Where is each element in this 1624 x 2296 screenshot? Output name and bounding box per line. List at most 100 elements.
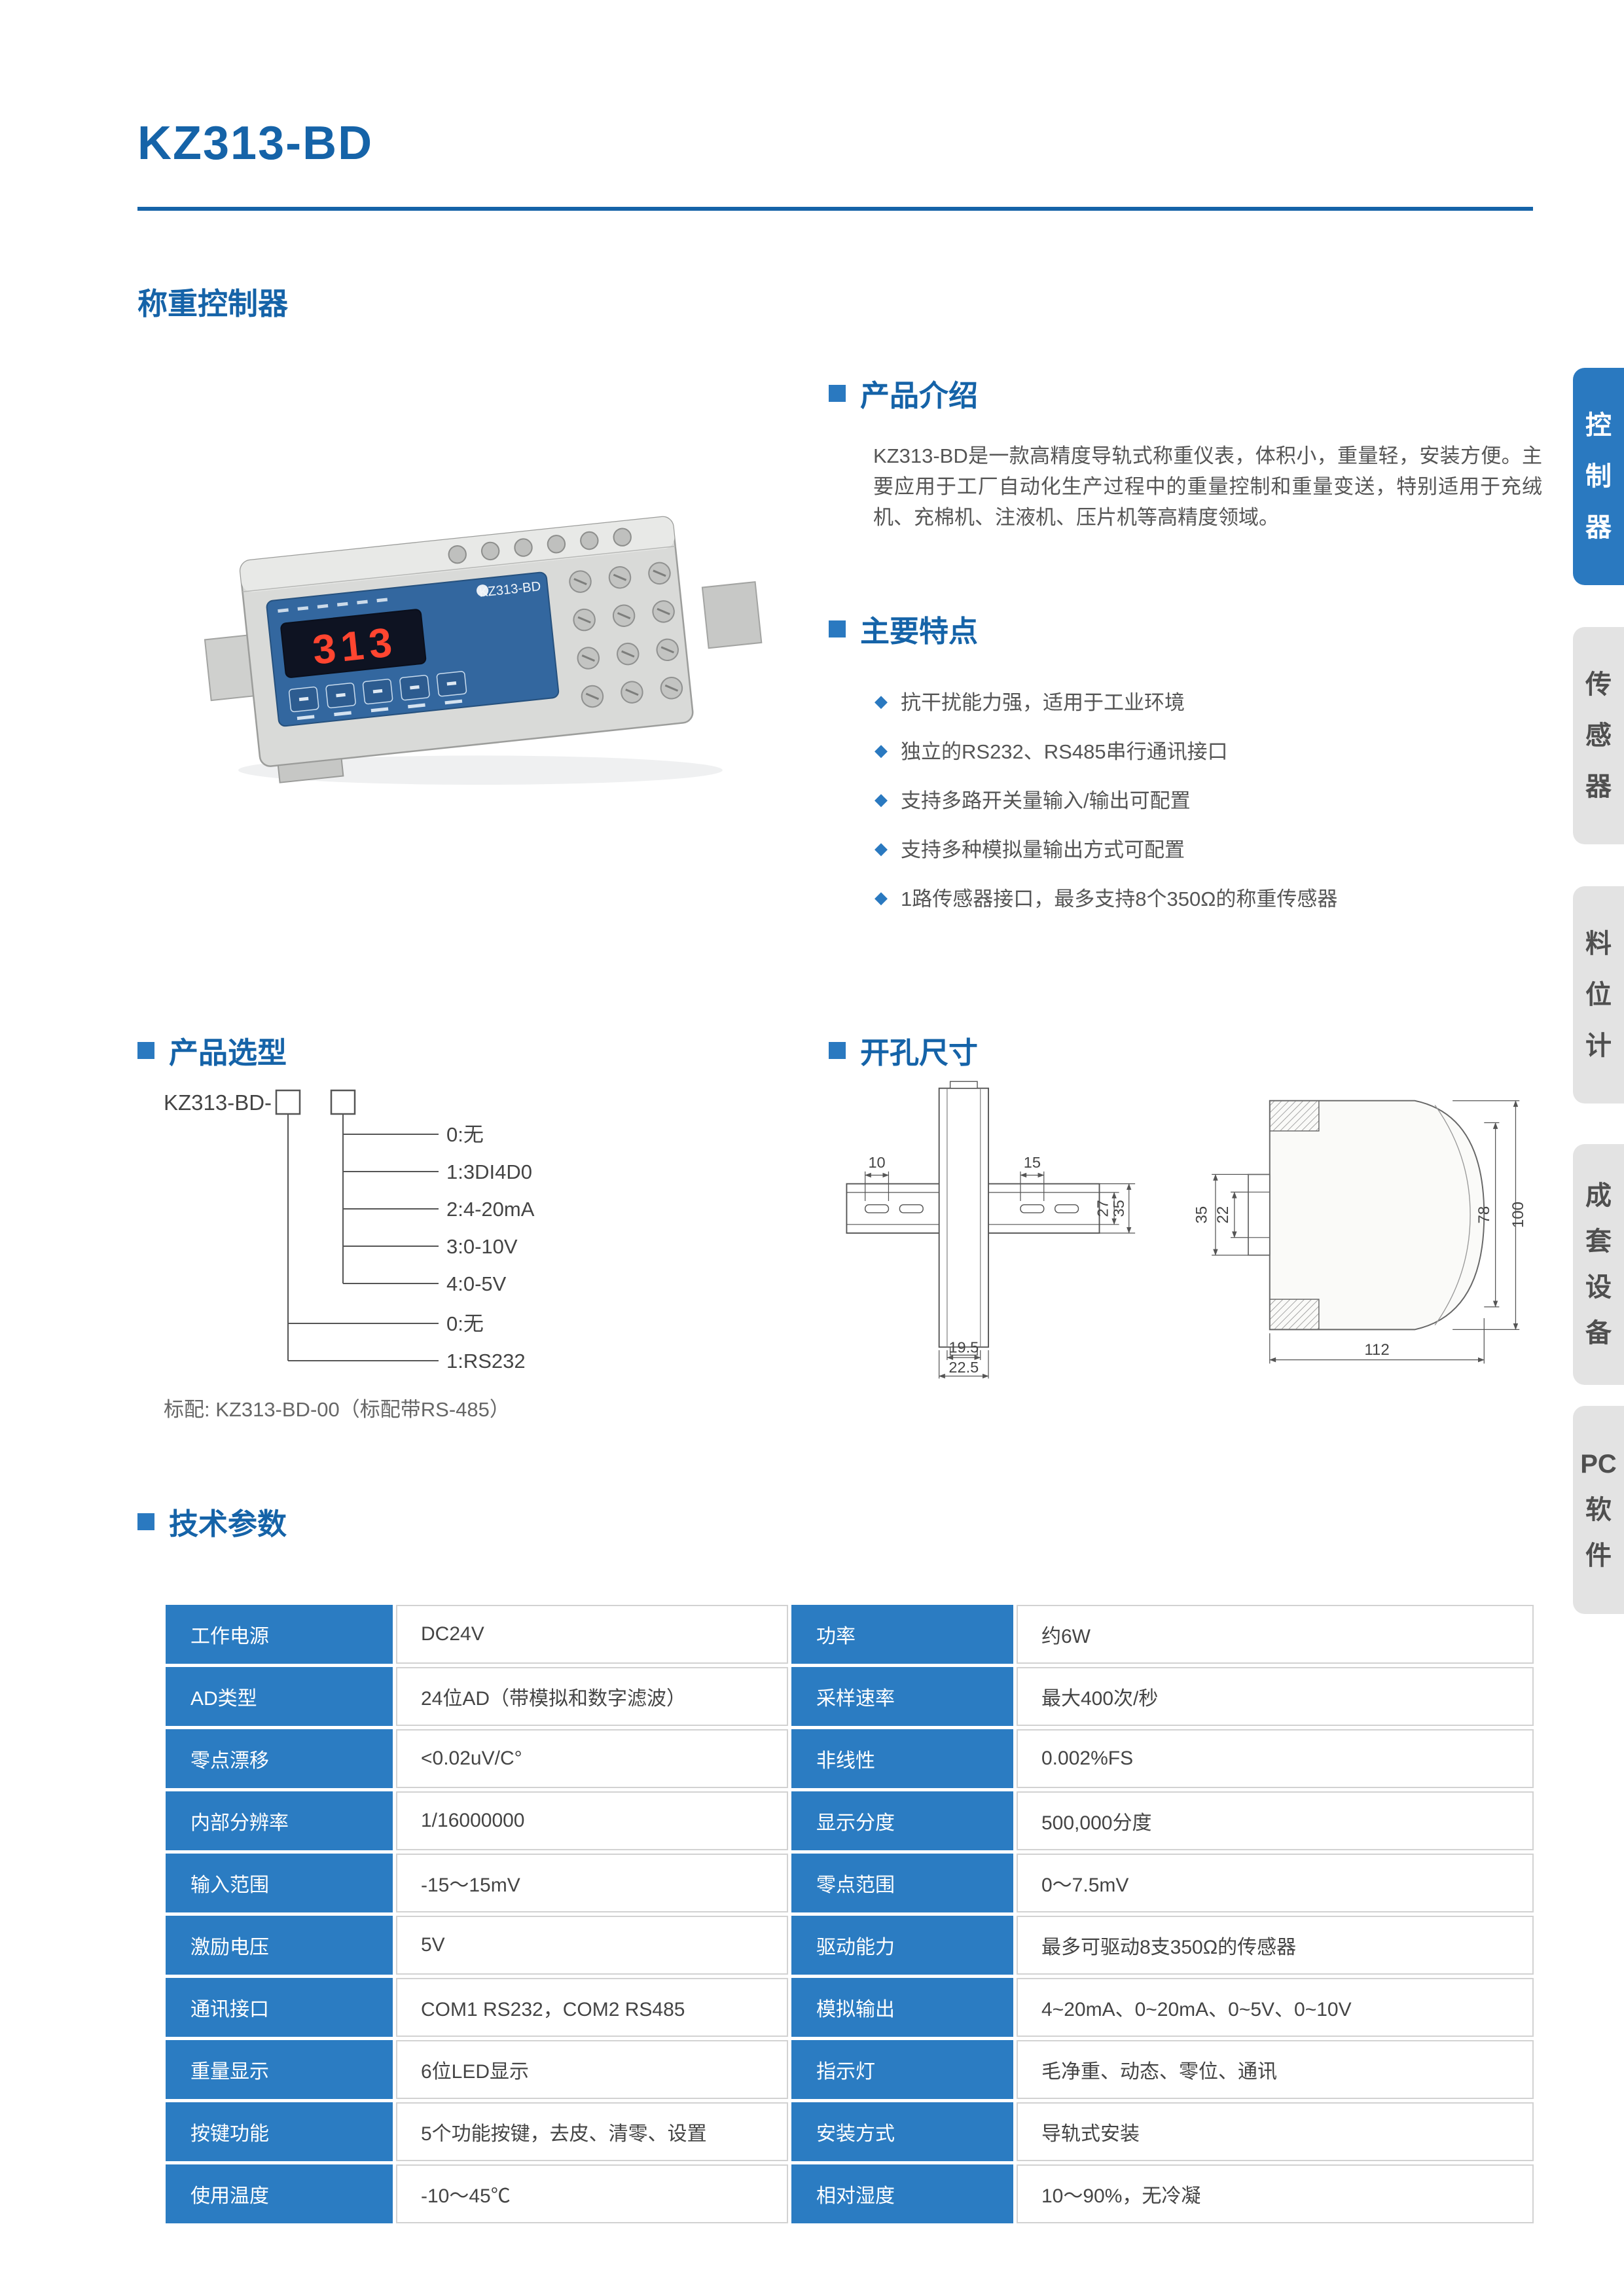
page-title: KZ313-BD	[137, 117, 374, 170]
dim-slot-right: 15	[1024, 1154, 1041, 1171]
dim-clip-outer: 35	[1193, 1206, 1210, 1224]
feature-text: 独立的RS232、RS485串行通讯接口	[901, 740, 1228, 763]
specs-table: 工作电源 DC24V 功率 约6W AD类型 24位AD（带模拟和数字滤波） 采…	[166, 1605, 1545, 2223]
terminal-block-bottom	[1269, 1299, 1320, 1331]
terminal-block-top	[1269, 1100, 1320, 1132]
sidebar-tab-char: 软	[1585, 1496, 1612, 1524]
spec-label: 采样速率	[791, 1667, 1013, 1726]
dimension-lines	[1212, 1100, 1520, 1364]
dim-front-height: 78	[1475, 1206, 1493, 1224]
sidebar-tab-char: 传	[1585, 670, 1612, 699]
spec-label: 按键功能	[166, 2102, 393, 2161]
dim-rail-inner-height: 27	[1094, 1200, 1111, 1217]
selection-option: 0:无	[446, 1312, 484, 1335]
spec-value: 4~20mA、0~20mA、0~5V、0~10V	[1017, 1978, 1534, 2037]
diamond-bullet-icon: ◆	[875, 887, 888, 907]
option-box-2	[330, 1089, 356, 1115]
option-box-1	[275, 1089, 301, 1115]
feature-item: ◆ 支持多种模拟量输出方式可配置	[875, 823, 1557, 872]
sidebar-tab-controller[interactable]: 控 制 器	[1573, 368, 1624, 585]
feature-text: 1路传感器接口，最多支持8个350Ω的称重传感器	[901, 888, 1338, 910]
spec-label: 相对湿度	[791, 2164, 1013, 2223]
feature-text: 抗干扰能力强，适用于工业环境	[901, 691, 1185, 714]
sidebar-tab-char: 制	[1585, 462, 1612, 491]
module-side-outline	[1269, 1100, 1485, 1331]
section-product-selection: 产品选型 KZ313-BD- 0:无 1:3DI4D0 2:4-20mA 3:0…	[132, 1029, 821, 1461]
spec-value: 24位AD（带模拟和数字滤波）	[396, 1667, 788, 1726]
spec-value: -15～15mV	[396, 1854, 788, 1912]
title-divider	[137, 207, 1533, 211]
spec-label: 安装方式	[791, 2102, 1013, 2161]
section-tech-specs: 技术参数 工作电源 DC24V 功率 约6W AD类型 24位AD（带模拟和数字…	[132, 1500, 1545, 2223]
spec-label: 激励电压	[166, 1916, 393, 1975]
spec-label: 工作电源	[166, 1605, 393, 1664]
key-glyph-marks	[298, 681, 457, 702]
spec-value: 10～90%，无冷凝	[1017, 2164, 1534, 2223]
sidebar-tab-sensor[interactable]: 传 感 器	[1573, 627, 1624, 844]
selection-base-label: KZ313-BD-	[164, 1090, 272, 1115]
feature-text: 支持多路开关量输入/输出可配置	[901, 789, 1191, 812]
dim-depth: 112	[1364, 1341, 1389, 1359]
sidebar-tab-pc-software[interactable]: PC 软 件	[1573, 1406, 1624, 1614]
panel-indicator-marks	[278, 598, 388, 613]
spec-label: 重量显示	[166, 2040, 393, 2099]
spec-value: 6位LED显示	[396, 2040, 788, 2099]
cutout-drawing-front: 10 15 27 35 19.5 22.5	[846, 1081, 1136, 1379]
feature-item: ◆ 支持多路开关量输入/输出可配置	[875, 774, 1557, 823]
sidebar-tab-char: 备	[1585, 1319, 1612, 1348]
spec-value: 导轨式安装	[1017, 2102, 1534, 2161]
sidebar-tab-level-meter[interactable]: 料 位 计	[1573, 886, 1624, 1103]
sidebar-tab-char: 感	[1585, 721, 1612, 750]
sidebar-tab-char: 器	[1585, 513, 1612, 542]
selection-option: 1:RS232	[446, 1350, 526, 1372]
spec-label: 驱动能力	[791, 1916, 1013, 1975]
sidebar-tab-char: 套	[1585, 1227, 1612, 1256]
section-product-intro: 产品介绍 KZ313-BD是一款高精度导轨式称重仪表，体积小，重量轻，安装方便。…	[823, 372, 1557, 533]
spec-label: AD类型	[166, 1667, 393, 1726]
selection-option: 3:0-10V	[446, 1235, 518, 1258]
led-display-value: 313	[310, 619, 399, 673]
spec-value: -10～45℃	[396, 2164, 788, 2223]
selection-option: 4:0-5V	[446, 1272, 507, 1295]
section-bullet-icon	[132, 1041, 154, 1064]
feature-item: ◆ 抗干扰能力强，适用于工业环境	[875, 676, 1557, 725]
spec-label: 模拟输出	[791, 1978, 1013, 2037]
spec-value: COM1 RS232，COM2 RS485	[396, 1978, 788, 2037]
features-heading: 主要特点	[860, 615, 979, 648]
side-terminal-screws	[569, 562, 683, 708]
diamond-bullet-icon: ◆	[875, 838, 888, 858]
spec-value: 5V	[396, 1916, 788, 1975]
spec-label: 通讯接口	[166, 1978, 393, 2037]
spec-label: 指示灯	[791, 2040, 1013, 2099]
din-clip	[277, 758, 344, 783]
rail-slots	[864, 1204, 1079, 1213]
sidebar-tab-char: 料	[1585, 929, 1612, 958]
spec-value: 500,000分度	[1017, 1791, 1534, 1850]
diamond-bullet-icon: ◆	[875, 691, 888, 711]
spec-value: <0.02uV/C°	[396, 1729, 788, 1788]
din-rail-end-right	[701, 581, 763, 649]
dim-module-outer-width: 22.5	[948, 1359, 979, 1376]
spec-value: 0～7.5mV	[1017, 1854, 1534, 1912]
sidebar-tab-system-equipment[interactable]: 成 套 设 备	[1573, 1144, 1624, 1385]
intro-heading: 产品介绍	[860, 379, 979, 412]
selection-option: 0:无	[446, 1123, 484, 1146]
key-label-marks	[297, 699, 463, 721]
product-photo-image: KZ313-BD 313	[204, 516, 763, 785]
brand-logo-mark	[477, 584, 489, 597]
section-cutout-dimensions: 开孔尺寸	[823, 1029, 1559, 1461]
spec-value: DC24V	[396, 1605, 788, 1664]
product-category-title: 称重控制器	[137, 287, 288, 321]
section-features: 主要特点 ◆ 抗干扰能力强，适用于工业环境 ◆ 独立的RS232、RS485串行…	[823, 607, 1557, 922]
diamond-bullet-icon: ◆	[875, 789, 888, 809]
spec-label: 使用温度	[166, 2164, 393, 2223]
spec-value: 最大400次/秒	[1017, 1667, 1534, 1726]
section-bullet-icon	[823, 1041, 846, 1064]
din-clip-side	[1248, 1174, 1271, 1256]
selection-heading: 产品选型	[169, 1036, 287, 1069]
led-display	[280, 609, 427, 678]
spec-value: 0.002%FS	[1017, 1729, 1534, 1788]
sidebar-tab-char: 计	[1585, 1031, 1612, 1060]
sidebar-tab-char: PC	[1580, 1450, 1617, 1479]
